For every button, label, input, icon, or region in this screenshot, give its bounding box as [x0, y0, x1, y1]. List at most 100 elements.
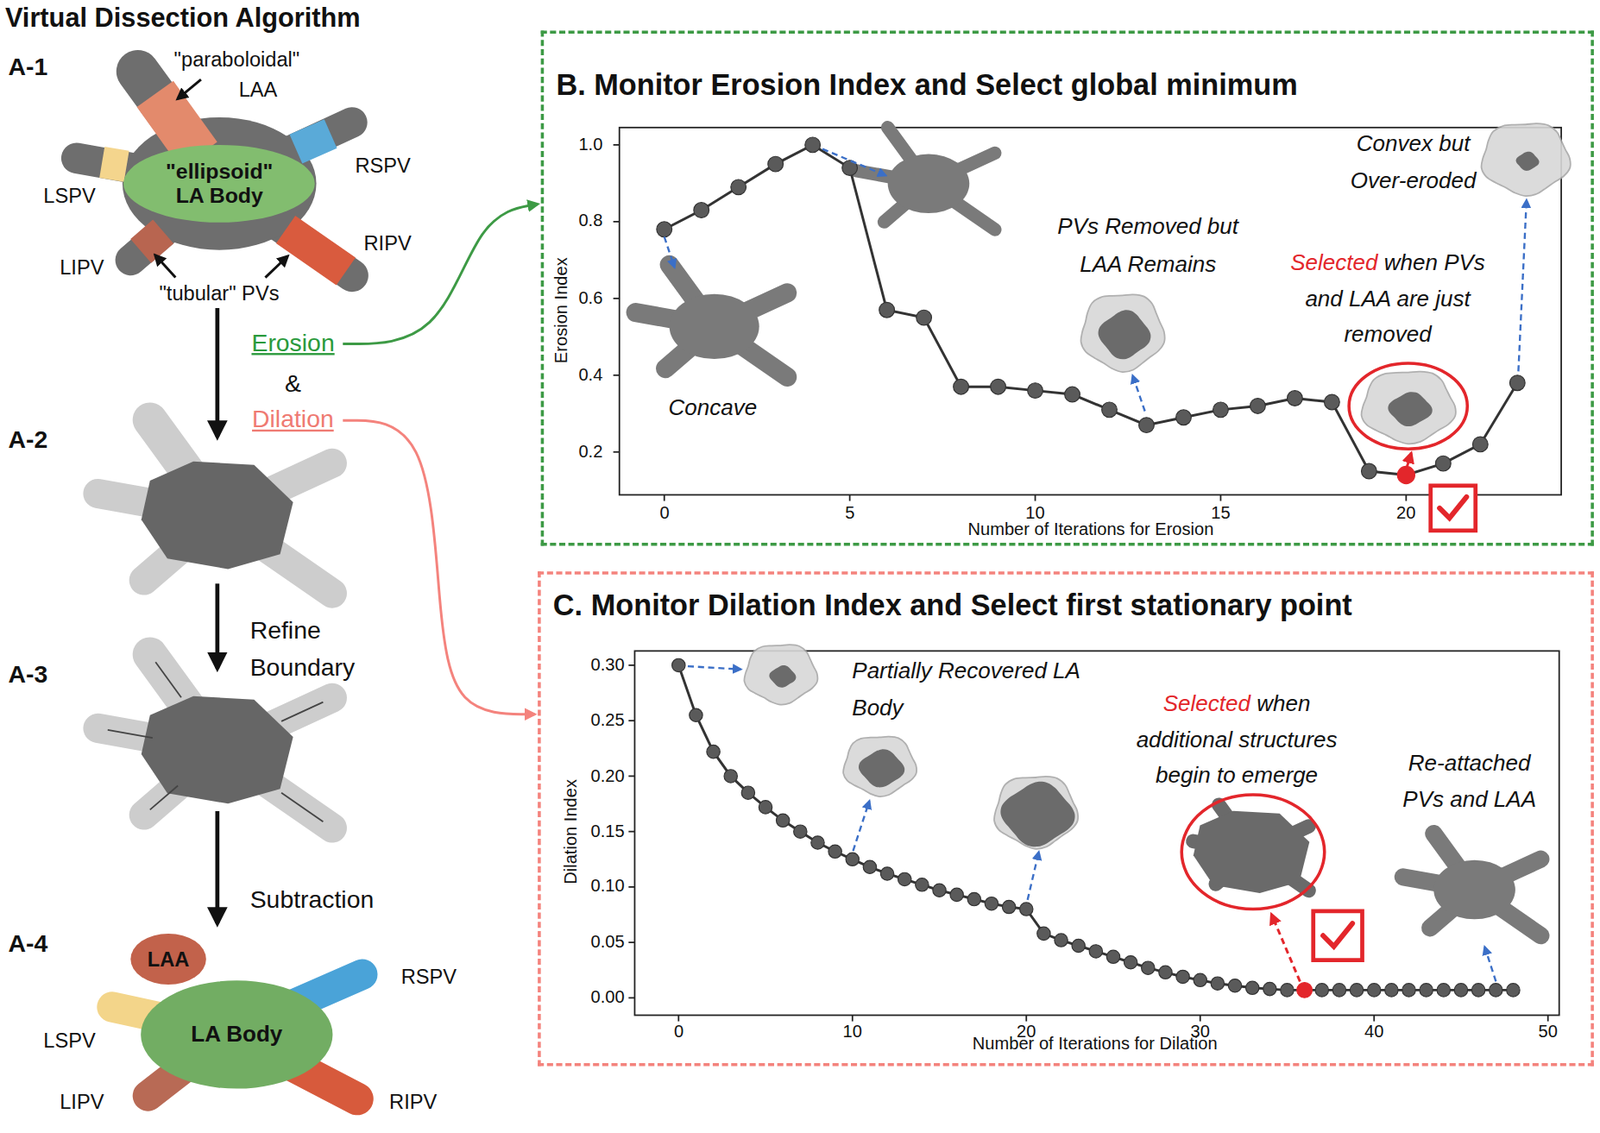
data-point [741, 786, 755, 800]
data-point [1102, 402, 1118, 418]
tick-mark [628, 996, 635, 999]
data-point [1489, 983, 1503, 997]
data-point [828, 844, 842, 858]
tick-mark [849, 494, 851, 501]
data-point [1472, 436, 1488, 453]
data-point [689, 708, 703, 722]
tick-label: 0.10 [591, 876, 625, 898]
atrium-model [98, 655, 333, 829]
eroded-core [858, 749, 905, 788]
operation-label: Refine Boundary [250, 611, 365, 686]
atrium-body [669, 294, 760, 360]
anatomy-label: RIPV [364, 230, 412, 255]
data-point [950, 888, 964, 901]
erosion-curve [664, 144, 1519, 476]
arrow [664, 236, 675, 267]
data-point [1064, 386, 1081, 403]
region-fill [130, 933, 206, 985]
data-point [1159, 965, 1172, 979]
axis-title: Number of Iterations for Dilation [972, 1033, 1218, 1055]
arrow [852, 800, 870, 851]
data-point [967, 892, 981, 906]
annotation: Concave [667, 395, 757, 423]
operation-label: & [284, 369, 302, 399]
data-point [1141, 961, 1155, 975]
data-point [1435, 455, 1451, 472]
anatomy-label: LAA [239, 77, 278, 102]
data-point [1367, 983, 1381, 997]
anatomy-label: RIPV [389, 1089, 437, 1115]
anatomy-label: RSPV [401, 963, 457, 989]
tick-mark [1034, 494, 1037, 501]
tick-mark [613, 144, 620, 146]
check-box [1430, 485, 1476, 531]
step-label: A-3 [7, 660, 48, 690]
boundary-line [155, 661, 182, 698]
operation-label: Dilation [251, 404, 334, 435]
tick-mark [1547, 1014, 1550, 1021]
annotation: PVs Removed but LAA Remains [1045, 207, 1250, 283]
anatomy-label: RSPV [354, 152, 410, 177]
vessel-tube [296, 133, 331, 150]
data-point [724, 769, 738, 783]
step-label: A-2 [7, 425, 48, 455]
dilation-points [672, 658, 1520, 998]
annotation: Re-attached PVs and LAA [1392, 744, 1546, 819]
data-point [1139, 417, 1155, 434]
arrow [342, 203, 538, 344]
tick-label: 0.05 [591, 932, 625, 953]
tick-mark [613, 220, 620, 223]
tick-mark [1025, 1014, 1027, 1021]
original-shell [1080, 294, 1165, 372]
selection-ring [1348, 363, 1468, 449]
anatomy-label: LSPV [43, 1028, 95, 1053]
atrium-thumbnail [1192, 805, 1310, 894]
data-point [1280, 983, 1294, 997]
data-point [1210, 976, 1224, 990]
atrium-thumbnail [856, 127, 996, 230]
tick-label: 5 [844, 503, 855, 524]
tick-label: 0.25 [591, 710, 625, 731]
data-point [1287, 390, 1304, 407]
vessel-tube [140, 231, 164, 251]
axis-title: Erosion Index [551, 257, 573, 364]
tick-label: 0.8 [578, 211, 603, 233]
tick-mark [613, 374, 620, 377]
data-point [1419, 983, 1433, 997]
tick-label: 0.15 [591, 821, 625, 843]
data-point [1471, 983, 1485, 997]
tick-mark [628, 775, 635, 778]
data-point [1385, 983, 1399, 997]
data-point [706, 744, 720, 758]
arrow [214, 811, 220, 924]
data-point [656, 221, 673, 238]
data-point [1027, 383, 1044, 399]
vessel-tube [285, 229, 347, 271]
tick-label: 40 [1364, 1022, 1384, 1044]
eroded-thumbnail [994, 776, 1078, 850]
arrow [214, 308, 220, 437]
selection-ring [1181, 794, 1325, 909]
data-point [1349, 983, 1363, 997]
data-point [1332, 983, 1346, 997]
tick-label: 10 [843, 1022, 863, 1044]
original-shell [743, 644, 818, 705]
panel-heading: B. Monitor Erosion Index and Select glob… [555, 68, 1298, 102]
region-ellipse: LA Body [139, 979, 334, 1090]
step-label: A-1 [7, 52, 48, 82]
anatomy-label: "paraboloidal" [174, 46, 301, 71]
data-point [1176, 970, 1190, 983]
tick-mark [1404, 494, 1407, 501]
data-point [990, 378, 1007, 395]
arrow [342, 420, 535, 715]
data-point [845, 852, 859, 866]
data-point [693, 202, 710, 219]
tick-label: 0.4 [578, 365, 603, 386]
data-point [1020, 902, 1034, 916]
data-point [1297, 982, 1313, 999]
atrium-body [141, 696, 294, 805]
atrium-body [141, 461, 294, 570]
data-point [1436, 983, 1450, 997]
